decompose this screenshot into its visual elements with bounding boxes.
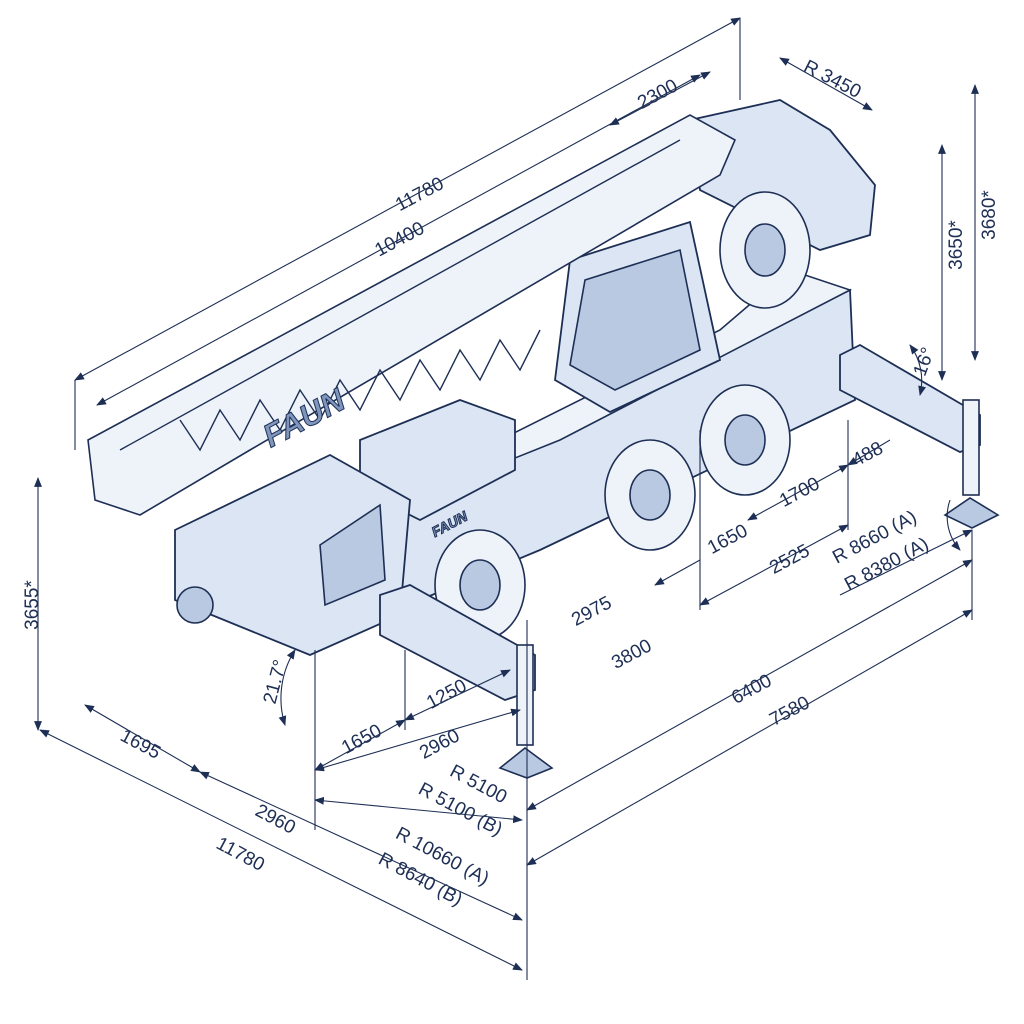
wheel-hub: [629, 469, 671, 521]
dim-width-2960-upper: 2960: [416, 725, 463, 763]
dim-tail-radius: R 3450: [800, 56, 864, 103]
dim-height-rear: 3680*: [979, 190, 1000, 240]
crane-illustration: FAUN FAUN: [87, 99, 1000, 779]
dim-2525: 2525: [766, 540, 813, 578]
outrigger-jack-front: [516, 644, 534, 746]
dim-outrigger-offset: 488: [849, 438, 887, 471]
dimension-lines: [34, 17, 979, 980]
dim-height-cab: 3650*: [946, 220, 967, 270]
dim-axle-1650: 1650: [704, 520, 751, 558]
hook-block: [176, 586, 214, 624]
dim-3800: 3800: [608, 635, 655, 673]
dim-outrigger-6400: 6400: [728, 670, 775, 708]
dim-1650-left: 1650: [338, 720, 385, 758]
dim-height-front: 3655*: [22, 580, 43, 630]
dim-1250: 1250: [423, 675, 470, 713]
dim-rear-overhang: 2300: [634, 75, 681, 113]
dim-outrigger-7580: 7580: [766, 692, 813, 730]
wheel-hub: [459, 559, 501, 611]
driver-cab-window: [319, 503, 386, 607]
dim-2975: 2975: [568, 592, 615, 630]
dim-rear-angle: 16°: [910, 345, 940, 379]
outrigger-pad-rear: [943, 497, 1000, 529]
dim-boom-length: 10400: [372, 218, 429, 261]
dim-overall-length-top: 11780: [392, 173, 447, 216]
wheel-hub: [724, 414, 766, 466]
dim-approach-angle: 21.7°: [260, 658, 292, 706]
wheel-hub: [744, 223, 786, 277]
outrigger-rear: [839, 343, 981, 453]
outrigger-pad-front: [498, 746, 554, 779]
outrigger-jack-rear: [962, 399, 980, 496]
dim-axle-1700: 1700: [776, 473, 823, 511]
dim-front-1695: 1695: [117, 725, 164, 763]
